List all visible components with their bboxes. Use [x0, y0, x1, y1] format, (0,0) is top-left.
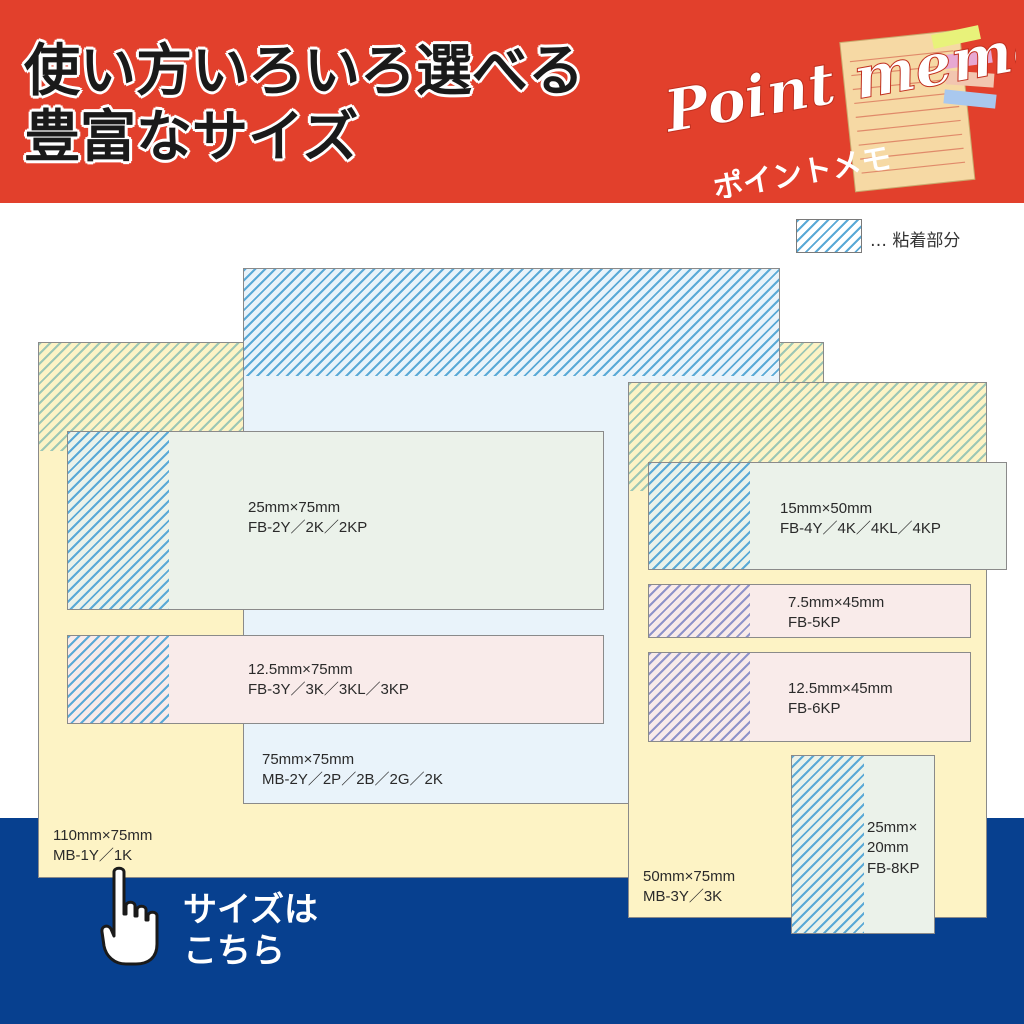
flag-fb6: [648, 652, 971, 742]
label-fb3-size: 12.5mm×75mm: [248, 661, 353, 678]
label-mb2-size: 75mm×75mm: [262, 751, 355, 768]
label-fb3: 12.5mm×75mm FB-3Y／3K／3KL／3KP: [248, 660, 409, 701]
flag-fb8-adhesive: [792, 756, 864, 933]
flag-fb2-adhesive: [68, 432, 169, 609]
label-mb1: 110mm×75mm MB-1Y／1K: [53, 826, 152, 867]
label-fb8-size-1: 25mm×: [867, 819, 918, 836]
label-mb3-size: 50mm×75mm: [643, 868, 736, 885]
adhesive-legend-label: … 粘着部分: [870, 231, 961, 251]
point-memo-logo: Point memo ポイントメモ: [657, 11, 1016, 198]
flag-fb2: [67, 431, 604, 610]
size-link-line-1: サイズは: [183, 890, 318, 930]
pad-mb2-adhesive: [244, 269, 779, 376]
label-mb1-code: MB-1Y／1K: [53, 847, 133, 865]
label-mb1-size: 110mm×75mm: [53, 827, 153, 844]
label-mb2: 75mm×75mm MB-2Y／2P／2B／2G／2K: [262, 750, 443, 791]
flag-fb8: [791, 755, 935, 934]
label-fb5-code: FB-5KP: [788, 614, 841, 632]
flag-fb5: [648, 584, 971, 638]
label-fb5: 7.5mm×45mm FB-5KP: [788, 593, 884, 634]
label-fb4-size: 15mm×50mm: [780, 500, 873, 517]
size-link[interactable]: サイズは こちら: [183, 890, 318, 972]
label-fb2-code: FB-2Y／2K／2KP: [248, 519, 368, 537]
flag-fb6-adhesive: [649, 653, 750, 741]
flag-fb5-adhesive: [649, 585, 750, 637]
label-fb6-code: FB-6KP: [788, 700, 841, 718]
label-fb3-code: FB-3Y／3K／3KL／3KP: [248, 681, 409, 699]
label-fb4-code: FB-4Y／4K／4KL／4KP: [780, 520, 941, 538]
label-mb3-code: MB-3Y／3K: [643, 888, 723, 906]
headline-line-1: 使い方いろいろ選べる: [24, 39, 584, 104]
label-mb3: 50mm×75mm MB-3Y／3K: [643, 867, 735, 908]
label-fb2: 25mm×75mm FB-2Y／2K／2KP: [248, 498, 367, 539]
label-fb6-size: 12.5mm×45mm: [788, 680, 893, 697]
label-fb5-size: 7.5mm×45mm: [788, 594, 885, 611]
flag-fb3-adhesive: [68, 636, 169, 723]
label-fb4: 15mm×50mm FB-4Y／4K／4KL／4KP: [780, 499, 941, 540]
adhesive-legend-swatch: [796, 219, 862, 253]
label-fb8: 25mm× 20mm FB-8KP: [867, 818, 920, 879]
size-link-line-2: こちら: [183, 930, 285, 971]
headline-line-2: 豊富なサイズ: [24, 105, 359, 170]
label-fb8-code: FB-8KP: [867, 859, 920, 877]
label-fb6: 12.5mm×45mm FB-6KP: [788, 679, 893, 720]
flag-fb3: [67, 635, 604, 724]
flag-fb4: [648, 462, 1007, 570]
pointing-hand-icon[interactable]: [100, 866, 170, 970]
label-mb2-code: MB-2Y／2P／2B／2G／2K: [262, 771, 443, 789]
label-fb2-size: 25mm×75mm: [248, 499, 341, 516]
flag-fb4-adhesive: [649, 463, 750, 569]
label-fb8-size-2: 20mm: [867, 839, 909, 857]
